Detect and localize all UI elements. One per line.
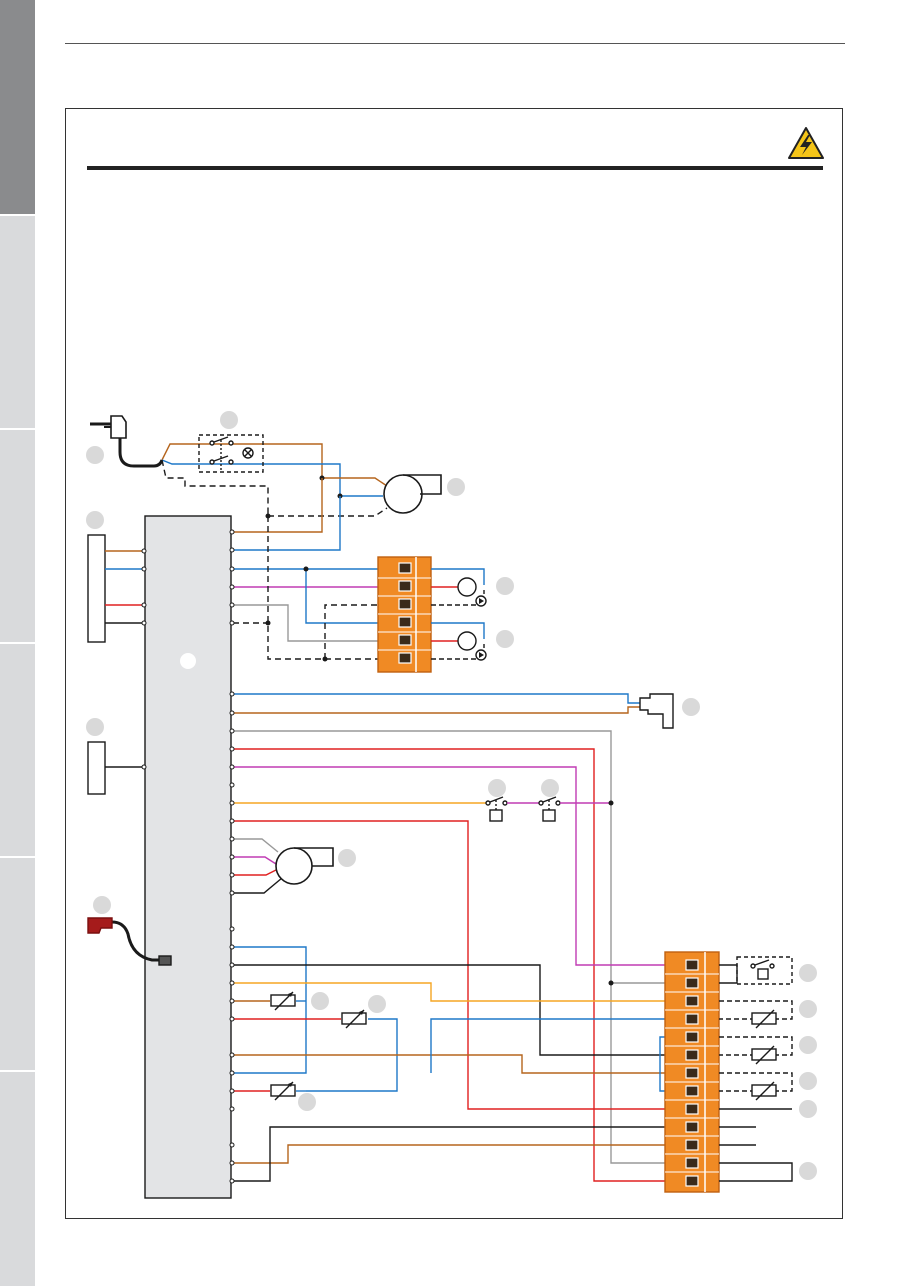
pressure-switch-icon: [538, 796, 561, 822]
callout-marker: [86, 511, 104, 529]
callout-marker: [488, 779, 506, 797]
side-tab[interactable]: [0, 644, 35, 856]
callout-marker: [93, 896, 111, 914]
side-tab-active[interactable]: [0, 0, 35, 214]
callout-marker: [799, 1072, 817, 1090]
side-tab[interactable]: [0, 216, 35, 428]
content-frame: [65, 108, 843, 1219]
callout-marker: [799, 1000, 817, 1018]
callout-marker: [368, 995, 386, 1013]
mains-input-device: [87, 534, 106, 643]
temperature-sensor-icon: [270, 991, 296, 1011]
callout-marker: [86, 718, 104, 736]
temperature-sensor-icon: [270, 1081, 296, 1101]
circulation-pump-icon: [431, 622, 487, 661]
external-sensor-icon: [719, 1036, 793, 1065]
callout-marker: [86, 446, 104, 464]
callout-marker: [682, 698, 700, 716]
side-tab[interactable]: [0, 430, 35, 642]
callout-marker: [220, 411, 238, 429]
main-switch-with-lamp-icon: [198, 434, 264, 473]
high-voltage-warning-icon: [788, 127, 824, 159]
terminal-block-icon: [377, 556, 432, 673]
callout-marker: [799, 1100, 817, 1118]
terminal-block-icon: [664, 951, 720, 1193]
controller-box: [144, 515, 232, 1199]
ignition-cable-icon: [87, 917, 172, 966]
external-sensor-icon: [719, 1072, 793, 1101]
callout-marker: [298, 1093, 316, 1111]
callout-marker: [541, 779, 559, 797]
callout-marker: [496, 577, 514, 595]
title-rule: [87, 166, 823, 170]
external-sensor-icon: [719, 1000, 793, 1029]
fan-motor-icon: [233, 838, 334, 894]
callout-marker: [799, 1036, 817, 1054]
callout-marker: [338, 849, 356, 867]
header-rule: [65, 43, 845, 44]
mains-plug-icon: [90, 415, 164, 468]
side-tab[interactable]: [0, 858, 35, 1070]
room-thermostat-icon: [719, 956, 793, 985]
callout-marker: [311, 992, 329, 1010]
signal-input-device: [87, 741, 106, 795]
pressure-switch-icon: [485, 796, 508, 822]
side-tab[interactable]: [0, 1072, 35, 1286]
fan-motor-icon: [268, 474, 442, 517]
callout-marker: [496, 630, 514, 648]
callout-marker: [447, 478, 465, 496]
circulation-pump-icon: [431, 568, 487, 607]
callout-marker: [799, 1162, 817, 1180]
callout-marker: [799, 964, 817, 982]
gas-valve-icon: [639, 693, 674, 729]
side-tab-strip: [0, 0, 35, 1286]
controller-marker: [180, 653, 196, 669]
temperature-sensor-icon: [341, 1009, 367, 1029]
